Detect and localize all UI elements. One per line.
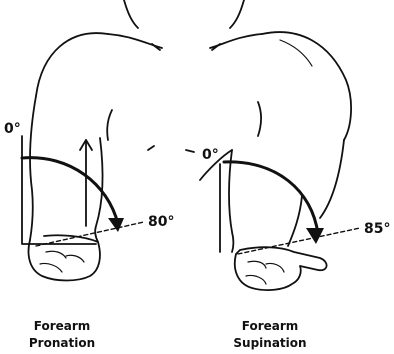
supination-knuckle-3: [246, 275, 266, 284]
pronation-end-label: 80°: [148, 214, 174, 230]
pronation-start-label: 0°: [4, 121, 21, 137]
right-deltoid-line: [280, 40, 312, 66]
supination-figure: 0° 85° Forearm Supination: [202, 147, 390, 350]
pronation-caption-line1: Forearm: [34, 319, 91, 333]
pronation-reference-line: [22, 136, 96, 244]
supination-knuckle-2: [266, 263, 284, 272]
right-upper-arm-outer: [320, 140, 344, 218]
supination-start-label: 0°: [202, 147, 219, 163]
pronation-arc-arrow: [22, 158, 118, 224]
pronation-knuckle-2: [66, 255, 84, 262]
supination-end-label: 85°: [364, 221, 390, 237]
supination-end-dashed-line: [238, 228, 360, 254]
pronation-knuckle-1: [46, 251, 66, 258]
pronation-knuckle-3: [40, 263, 62, 272]
supination-forearm-outer: [229, 150, 234, 252]
right-armpit-line: [258, 102, 261, 136]
supination-forearm-inner: [288, 196, 302, 246]
neck-left-line: [124, 0, 138, 28]
left-armpit-line: [107, 110, 112, 140]
supination-knuckle-1: [248, 261, 266, 268]
pronation-arrowhead: [108, 218, 124, 232]
pronation-caption-line2: Pronation: [29, 336, 95, 350]
pronation-fist: [29, 235, 100, 280]
supination-caption-line1: Forearm: [242, 319, 299, 333]
pronation-figure: 0° 80° Forearm Pronation: [4, 96, 174, 350]
left-shoulder: [36, 33, 108, 96]
supination-arc-arrow: [224, 162, 318, 234]
chest-mark-left: [148, 146, 154, 150]
chest-mark-center: [186, 150, 194, 152]
right-shoulder: [262, 32, 351, 140]
torso-outline: [36, 0, 351, 218]
supination-caption-line2: Supination: [233, 336, 306, 350]
pronation-end-dashed-line: [36, 222, 144, 246]
neck-right-line: [230, 0, 244, 28]
pronation-forearm-outer: [30, 96, 36, 240]
supination-fist: [235, 247, 327, 290]
